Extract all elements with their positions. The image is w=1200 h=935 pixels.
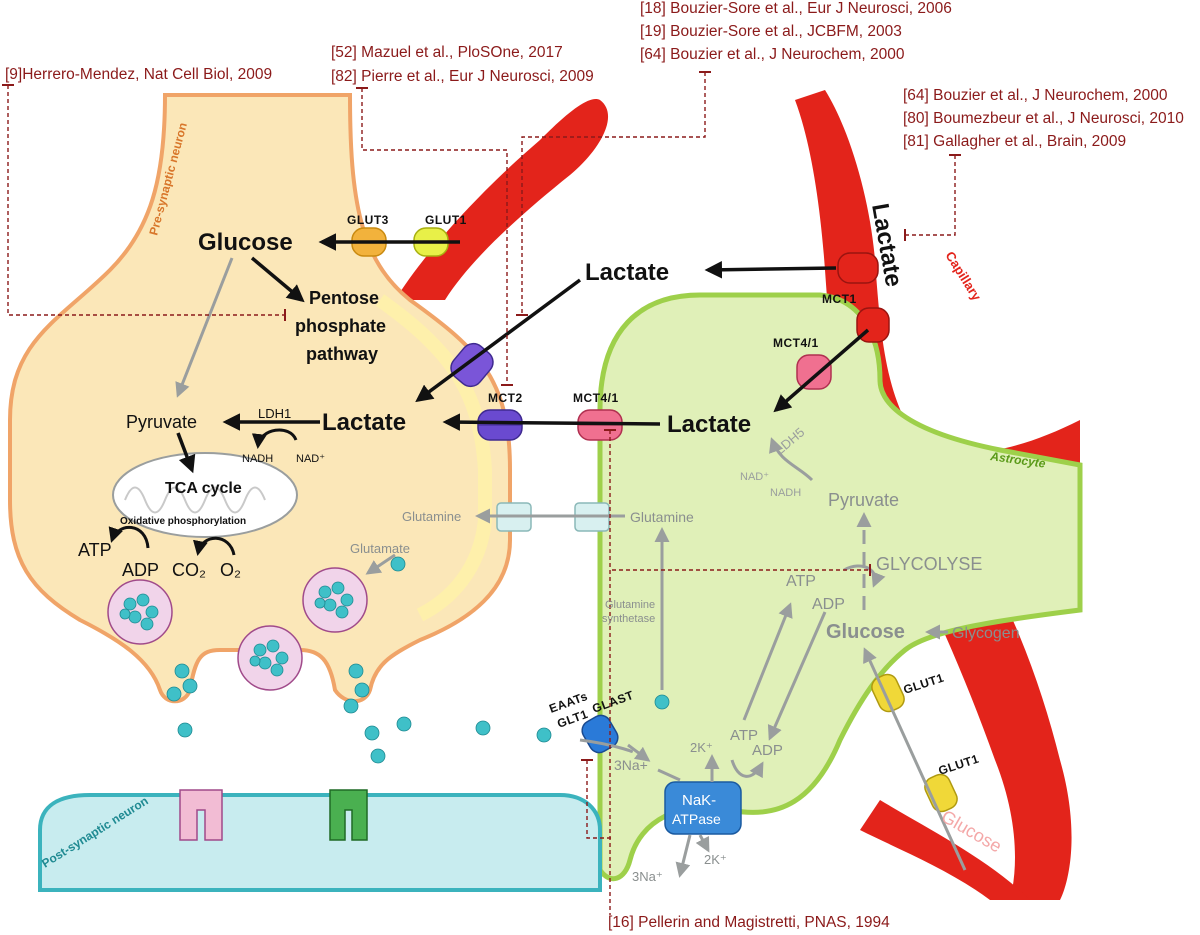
label-glut1-vessel: GLUT1: [937, 752, 981, 778]
label-glucose-neuron: Glucose: [198, 229, 293, 256]
label-lactate-mid: Lactate: [585, 259, 669, 286]
label-tca-cycle: TCA cycle: [165, 480, 242, 497]
mct2-transporter: [477, 409, 523, 441]
mitochondrion: [112, 452, 298, 538]
label-nad-neuron: NAD⁺: [296, 453, 325, 465]
label-mct4-1: MCT4/1: [573, 391, 619, 405]
nak-atpase-pump: [664, 781, 742, 835]
label-glycolyse: GLYCOLYSE: [876, 554, 982, 574]
reference-pierre: [82] Pierre et al., Eur J Neurosci, 2009: [331, 68, 594, 85]
cofactor-arrows: [108, 428, 298, 556]
label-glut3: GLUT3: [347, 213, 389, 227]
label-nak-1: NaK-: [682, 792, 716, 809]
label-gs-1: Glutamine: [605, 599, 655, 611]
mct1-capillary-transporter: [837, 252, 879, 284]
label-pyruvate-astro: Pyruvate: [828, 490, 899, 510]
label-2k-out: 2K⁺: [704, 852, 727, 867]
glutamate-molecules: [166, 556, 670, 764]
label-adp-neuron: ADP: [122, 560, 159, 580]
label-nak-2: ATPase: [672, 811, 721, 827]
label-3na-in: 3Na+: [614, 757, 648, 773]
label-pyruvate-neuron: Pyruvate: [126, 412, 197, 432]
label-atp-neuron: ATP: [78, 540, 112, 560]
label-atp-astro: ATP: [786, 573, 816, 590]
label-pentose-1: Pentose: [309, 288, 379, 308]
label-mct4-1-top: MCT4/1: [773, 336, 819, 350]
reference-end-ticks: [2, 71, 961, 761]
reference-gallagher: [81] Gallagher et al., Brain, 2009: [903, 133, 1127, 150]
label-mct1: MCT1: [822, 292, 857, 306]
label-nadh-neuron: NADH: [242, 453, 273, 465]
label-nadh-astro: NADH: [770, 487, 801, 499]
vesicles: [107, 567, 368, 691]
label-mct2: MCT2: [488, 391, 523, 405]
reference-bouzier-2000-top: [64] Bouzier et al., J Neurochem, 2000: [640, 46, 905, 63]
mct4-1-top-transporter: [796, 354, 832, 390]
label-nad-astro: NAD⁺: [740, 471, 769, 483]
label-lactate-neuron: Lactate: [322, 409, 406, 436]
label-atp2-astro: ATP: [730, 727, 758, 744]
reference-bouzier-sore-2006: [18] Bouzier-Sore et al., Eur J Neurosci…: [640, 0, 952, 17]
label-gs-2: synthetase: [602, 613, 655, 625]
reference-boumezbeur: [80] Boumezbeur et al., J Neurosci, 2010: [903, 110, 1184, 127]
label-adp-astro: ADP: [812, 596, 845, 613]
grey-flux-arrows: [175, 257, 967, 878]
label-glut1-astro: GLUT1: [902, 671, 946, 697]
label-glutamate-neuron: Glutamate: [350, 541, 410, 556]
reference-connectors: [7, 72, 956, 915]
label-pentose-3: pathway: [306, 344, 378, 364]
label-o2: O₂: [220, 560, 241, 580]
label-pentose-2: phosphate: [295, 316, 386, 336]
main-flux-arrows: [176, 233, 870, 474]
label-ldh1: LDH1: [258, 406, 291, 421]
reference-herrero-mendez: [9]Herrero-Mendez, Nat Cell Biol, 2009: [5, 66, 273, 83]
label-capillary: Capillary: [942, 249, 984, 304]
label-glutamine-astro: Glutamine: [630, 509, 694, 525]
label-3na-out: 3Na⁺: [632, 869, 663, 884]
reference-pellerin: [16] Pellerin and Magistretti, PNAS, 199…: [608, 914, 890, 931]
label-glut1-neuron: GLUT1: [425, 213, 467, 227]
presynaptic-neuron: [8, 93, 512, 704]
label-adp2-astro: ADP: [752, 742, 783, 759]
label-oxphos: Oxidative phosphorylation: [120, 516, 246, 527]
reference-bouzier-sore-2003: [19] Bouzier-Sore et al., JCBFM, 2003: [640, 23, 902, 40]
postsynaptic-receptor-pink: [179, 789, 223, 841]
postsynaptic-receptor-green: [329, 789, 368, 841]
label-glutamine-neuron: Glutamine: [402, 509, 461, 524]
label-glycogen: Glycogen: [952, 625, 1020, 642]
label-2k-in: 2K⁺: [690, 740, 713, 755]
reference-bouzier-2000-right: [64] Bouzier et al., J Neurochem, 2000: [903, 87, 1168, 104]
label-co2: CO₂: [172, 560, 206, 580]
label-lactate-astro: Lactate: [667, 411, 751, 438]
reference-mazuel: [52] Mazuel et al., PloSOne, 2017: [331, 44, 563, 61]
label-glucose-astro: Glucose: [826, 621, 905, 643]
